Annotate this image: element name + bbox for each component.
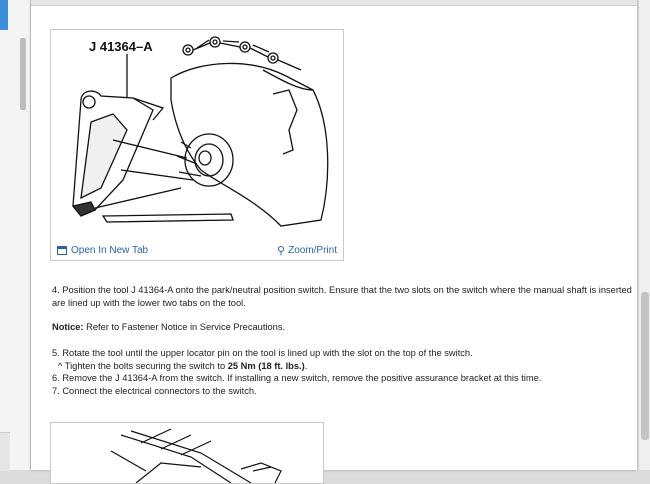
notice-block: Notice: Refer to Fastener Notice in Serv… — [52, 321, 632, 334]
steps-list: 5. Rotate the tool until the upper locat… — [52, 347, 632, 397]
magnifier-icon: ⚲ — [277, 244, 286, 257]
zoom-print-link[interactable]: ⚲ Zoom/Print — [277, 245, 337, 256]
substep-prefix: ^ Tighten the bolts securing the switch … — [58, 360, 228, 371]
left-panel-lower — [0, 432, 10, 471]
open-in-new-tab-link[interactable]: Open In New Tab — [57, 245, 148, 256]
figure-footer: Open In New Tab ⚲ Zoom/Print — [51, 243, 343, 260]
tool-switch-illustration — [71, 36, 329, 227]
left-scrollbar-thumb[interactable] — [20, 38, 26, 110]
notice-paragraph: Notice: Refer to Fastener Notice in Serv… — [52, 321, 632, 334]
step-5-substep: ^ Tighten the bolts securing the switch … — [52, 360, 632, 373]
torque-value: 25 Nm (18 ft. lbs.) — [227, 360, 305, 371]
content-top-edge — [31, 0, 637, 6]
document-content: J 41364–A Open In New Tab ⚲ Zoom/Print 4… — [31, 0, 637, 484]
step-5-paragraph: 5. Rotate the tool until the upper locat… — [52, 348, 473, 358]
notice-text: Refer to Fastener Notice in Service Prec… — [86, 322, 286, 332]
right-scrollbar[interactable] — [638, 0, 650, 470]
next-illustration-partial — [110, 428, 282, 483]
left-panel — [0, 0, 31, 471]
tool-number-label: J 41364–A — [89, 39, 153, 54]
right-scrollbar-thumb[interactable] — [641, 292, 649, 440]
left-panel-accent — [0, 0, 8, 30]
figure-tool-installation: J 41364–A Open In New Tab ⚲ Zoom/Print — [50, 29, 344, 261]
step-7-paragraph: 7. Connect the electrical connectors to … — [52, 385, 257, 396]
substep-suffix: . — [304, 360, 308, 371]
open-in-new-tab-label: Open In New Tab — [71, 245, 149, 256]
figure-next-illustration — [50, 422, 324, 484]
step-4-paragraph: 4. Position the tool J 41364-A onto the … — [52, 285, 632, 308]
step-6-paragraph: 6. Remove the J 41364-A from the switch.… — [52, 373, 542, 384]
notice-label: Notice: — [52, 322, 84, 332]
step-4-text: 4. Position the tool J 41364-A onto the … — [52, 284, 632, 309]
new-tab-icon — [57, 246, 67, 255]
zoom-print-label: Zoom/Print — [288, 245, 337, 256]
